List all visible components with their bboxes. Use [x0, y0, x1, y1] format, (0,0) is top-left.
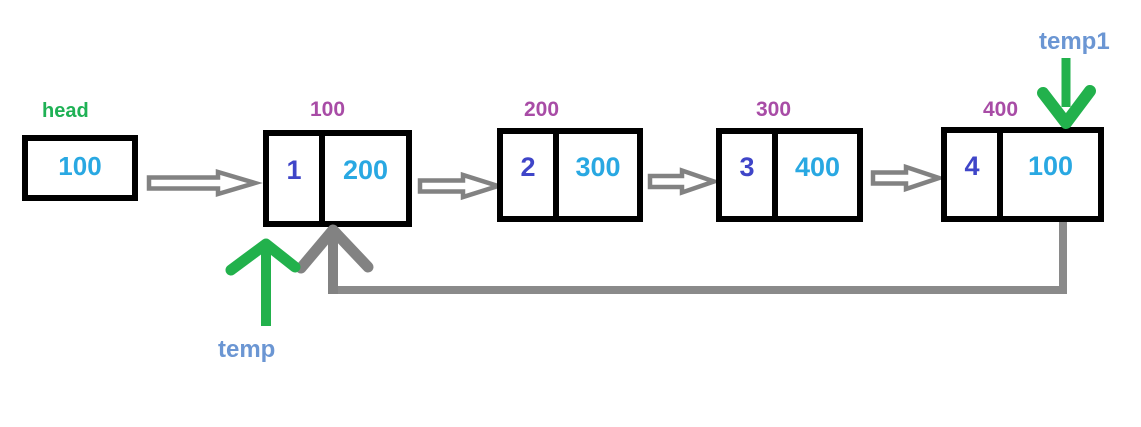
node-1: 1 200	[263, 130, 412, 227]
link-arrow-node1-to-node2	[417, 171, 506, 201]
node4-next-cell: 100	[1003, 133, 1098, 216]
node2-data: 2	[520, 151, 536, 182]
head-value: 100	[58, 150, 102, 181]
link-arrow-head-to-node1	[146, 168, 263, 198]
node1-address-label: 100	[310, 98, 346, 121]
node3-next-cell: 400	[778, 134, 857, 216]
node3-divider	[772, 134, 778, 216]
temp-up-arrow-icon	[225, 238, 301, 326]
temp-label: temp	[218, 336, 276, 363]
node4-divider	[997, 133, 1003, 216]
node1-data-cell: 1	[269, 136, 319, 221]
node4-data: 4	[964, 151, 980, 181]
node3-data: 3	[739, 151, 755, 182]
node1-divider	[319, 136, 325, 221]
node4-address-label: 400	[983, 98, 1019, 121]
node1-data: 1	[286, 155, 302, 185]
node2-data-cell: 2	[503, 134, 553, 216]
node3-next: 400	[794, 151, 841, 182]
link-arrow-node3-to-node4	[870, 163, 947, 193]
node-4: 4 100	[941, 127, 1104, 222]
node2-address-label: 200	[524, 98, 560, 121]
node1-next-cell: 200	[325, 136, 406, 221]
node2-divider	[553, 134, 559, 216]
node-2: 2 300	[497, 128, 643, 222]
node-3: 3 400	[716, 128, 863, 222]
head-label: head	[42, 100, 89, 122]
node4-data-cell: 4	[947, 133, 997, 216]
node3-address-label: 300	[756, 98, 792, 121]
link-arrow-node2-to-node3	[647, 167, 721, 196]
node2-next: 300	[575, 151, 621, 182]
temp1-down-arrow-icon	[1037, 58, 1096, 129]
temp1-label: temp1	[1039, 28, 1110, 55]
node4-next: 100	[1027, 151, 1074, 181]
node3-data-cell: 3	[722, 134, 772, 216]
node2-next-cell: 300	[559, 134, 637, 216]
head-box: 100	[22, 135, 138, 201]
loopback-arrow	[295, 222, 1067, 294]
node1-next: 200	[342, 155, 389, 185]
